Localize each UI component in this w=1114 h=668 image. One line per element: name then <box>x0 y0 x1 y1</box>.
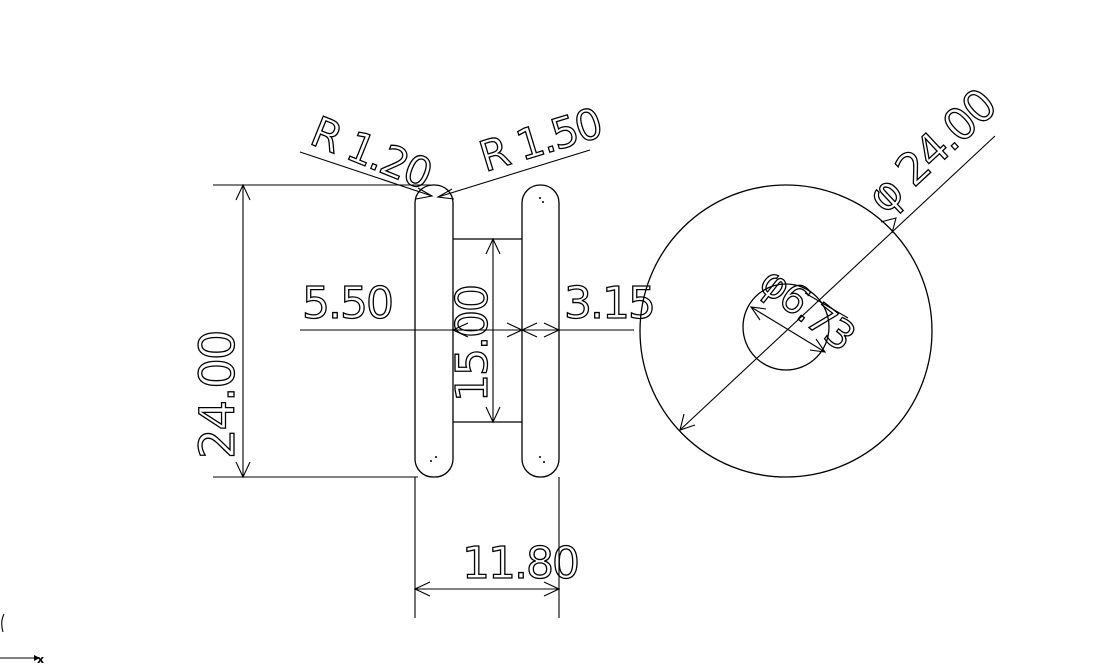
ucs-x-label: x <box>37 653 44 666</box>
dim-horizontal-center: 5.50 3.15 <box>300 277 657 338</box>
dim-bore-diameter-text: φ6.73 <box>751 259 862 360</box>
dim-overall-height-text: 24.00 <box>190 332 246 459</box>
dim-bore-diameter: φ6.73 <box>749 258 863 360</box>
bore-circle <box>742 283 830 371</box>
left-flange <box>414 184 454 478</box>
dim-inner-height-text: 15.00 <box>447 286 498 402</box>
dim-overall-width: 11.80 <box>413 477 581 618</box>
outer-circle <box>639 184 933 478</box>
dim-hub-length-text: 5.50 <box>302 278 392 329</box>
dim-rim-width-text: 3.15 <box>564 278 654 329</box>
dim-outer-diameter-text: φ 24.00 <box>858 80 1006 223</box>
dim-radius-large-text: R 1.50 <box>474 98 607 181</box>
dim-outer-diameter: φ 24.00 <box>679 79 1007 431</box>
ucs-icon: x <box>0 613 44 666</box>
side-view <box>414 184 560 478</box>
dim-radius-large: R 1.50 <box>436 98 607 200</box>
front-view <box>639 184 933 478</box>
dim-overall-height: 24.00 <box>189 183 432 479</box>
right-flange <box>521 184 560 478</box>
dim-overall-width-text: 11.80 <box>462 538 578 589</box>
